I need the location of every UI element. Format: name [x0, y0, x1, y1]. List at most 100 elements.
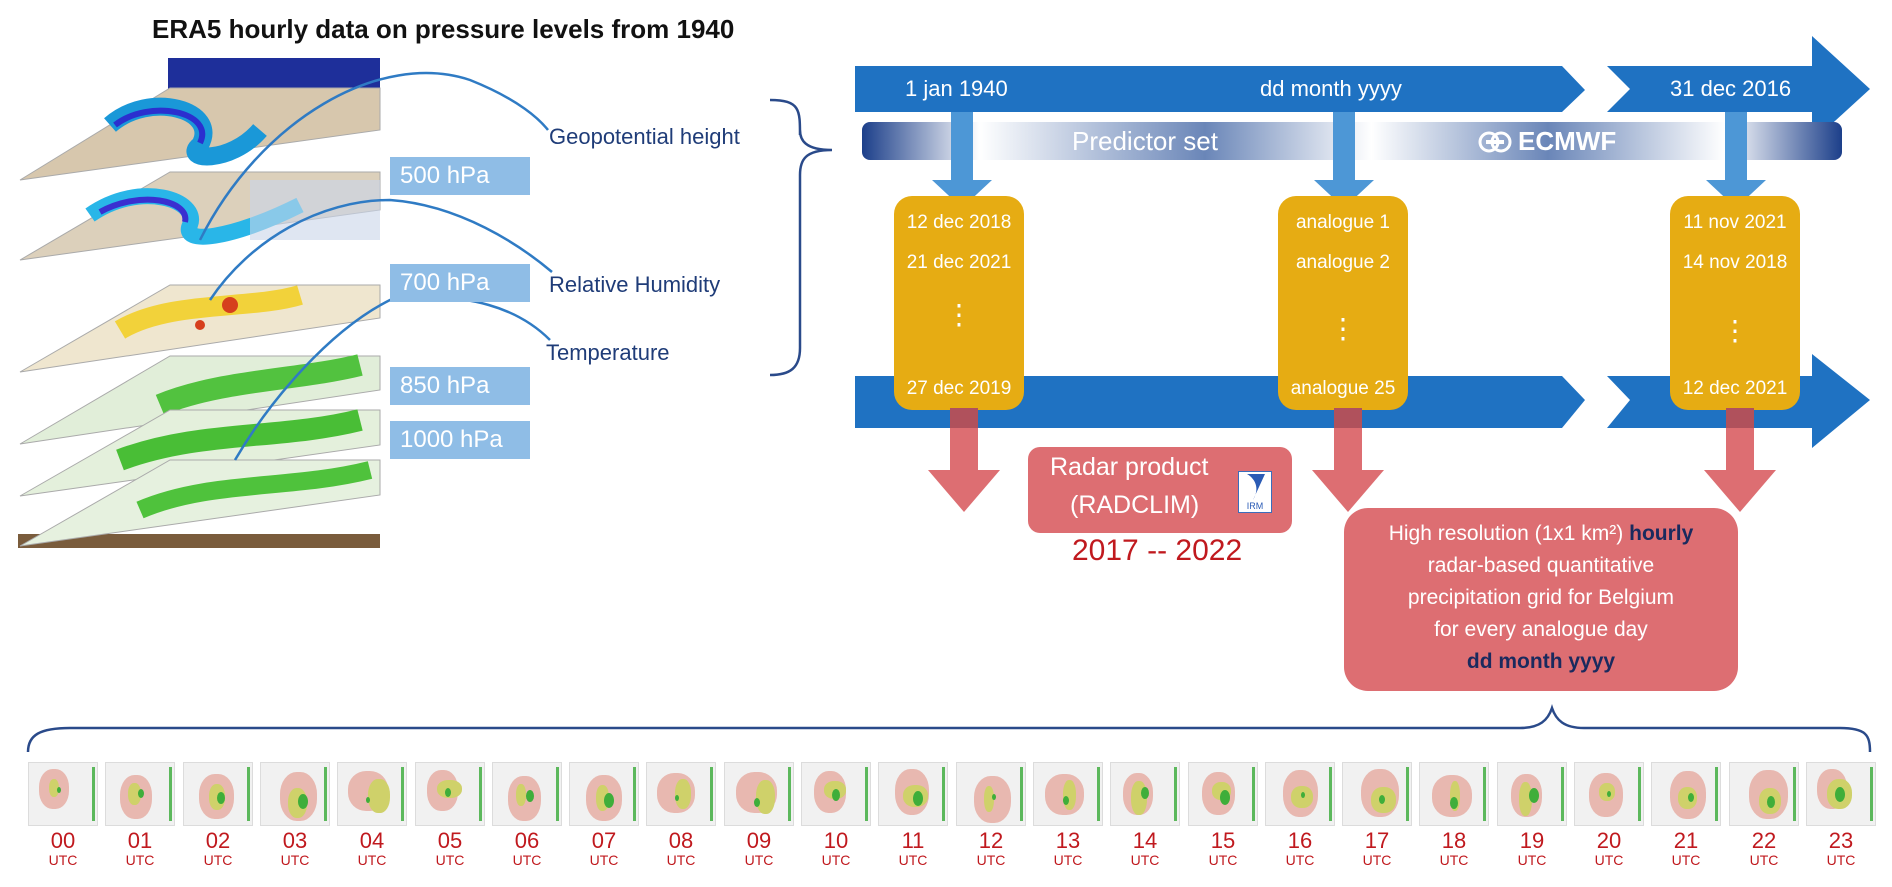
precip-medium-area: [1678, 787, 1697, 809]
hour-label: 16: [1287, 828, 1313, 853]
utc-label: UTC: [1826, 852, 1856, 868]
precip-heavy-area: [526, 790, 534, 802]
color-scale-bar: [865, 767, 868, 821]
hourly-panel: [105, 762, 175, 826]
ecmwf-icon: [1478, 131, 1512, 152]
hourly-panel: [1419, 762, 1489, 826]
pressure-layer-3: [19, 284, 381, 373]
hires-line-5: dd month yyyy: [1466, 650, 1616, 673]
hours-brace: [26, 704, 1872, 753]
analogue-3-date-2: 14 nov 2018: [1682, 252, 1788, 273]
color-scale-bar: [1406, 767, 1409, 821]
analogue-3-date-last: 12 dec 2021: [1682, 378, 1788, 399]
radar-years: 2017 -- 2022: [1072, 534, 1243, 567]
radar-line-1: Radar product: [1050, 453, 1209, 481]
color-scale-bar: [401, 767, 404, 821]
hour-label: 05: [437, 828, 463, 853]
hourly-panel: [1342, 762, 1412, 826]
color-scale-bar: [556, 767, 559, 821]
precip-heavy-area: [138, 789, 144, 798]
down-arrows-blue: [932, 112, 1766, 208]
hires-line-2: radar-based quantitative: [1427, 554, 1655, 577]
precip-heavy-area: [675, 795, 679, 801]
pressure-layer-4: [19, 354, 381, 445]
pressure-layer-5: [19, 409, 381, 497]
precip-heavy-area: [754, 798, 760, 807]
hour-label: 12: [978, 828, 1004, 853]
utc-label: UTC: [1362, 852, 1392, 868]
color-scale-bar: [1483, 767, 1486, 821]
analogue-3-ellipsis: ⋮: [1721, 315, 1749, 346]
hires-line-1-bold: hourly: [1629, 522, 1694, 545]
precip-medium-area: [49, 779, 59, 797]
predictor-label: Predictor set: [1072, 126, 1218, 156]
precip-heavy-area: [366, 797, 370, 803]
analogue-1-date-1: 12 dec 2018: [906, 212, 1012, 233]
hour-label: 22: [1751, 828, 1777, 853]
precip-heavy-area: [604, 793, 614, 808]
precip-heavy-area: [1301, 792, 1305, 798]
color-scale-bar: [1793, 767, 1796, 821]
precip-medium-area: [1450, 781, 1460, 811]
utc-label: UTC: [1671, 852, 1701, 868]
radar-product-box: Radar product (RADCLIM) IRM: [1028, 447, 1292, 533]
precip-heavy-area: [1220, 790, 1230, 805]
hour-label: 18: [1441, 828, 1467, 853]
timeline-middle: dd month yyyy: [1260, 76, 1402, 101]
precip-heavy-area: [1835, 787, 1845, 802]
utc-label: UTC: [435, 852, 465, 868]
hour-label: 10: [823, 828, 849, 853]
hour-label: 21: [1673, 828, 1699, 853]
precip-heavy-area: [1767, 796, 1775, 808]
hour-label: 01: [127, 828, 153, 853]
connector-geopotential: [198, 71, 549, 241]
arrow-overlap-shade: [950, 408, 1754, 428]
precip-heavy-area: [1529, 788, 1539, 803]
analogue-2-item-2: analogue 2: [1295, 252, 1391, 273]
color-scale-bar: [1870, 767, 1873, 821]
timeline-end: 31 dec 2016: [1670, 76, 1792, 101]
timeline-start: 1 jan 1940: [905, 76, 1008, 101]
hourly-panel: [1574, 762, 1644, 826]
precip-heavy-area: [298, 794, 308, 809]
color-scale-bar: [1638, 767, 1641, 821]
color-scale-bar: [1561, 767, 1564, 821]
color-scale-bar: [788, 767, 791, 821]
analogue-box-1: [894, 196, 1024, 410]
analogue-3-date-1: 11 nov 2021: [1683, 212, 1787, 233]
analogue-box-3: [1670, 196, 1800, 410]
precip-heavy-area: [913, 791, 923, 806]
pressure-label-500: 500 hPa: [390, 157, 530, 195]
precip-medium-area: [368, 779, 390, 813]
hourly-panel: [1110, 762, 1180, 826]
hourly-panel: [415, 762, 485, 826]
connector-temperature: [233, 296, 551, 461]
utc-label: UTC: [1053, 852, 1083, 868]
analogue-2-item-1: analogue 1: [1295, 212, 1391, 233]
precip-heavy-area: [1141, 787, 1149, 799]
variable-geopotential: Geopotential height: [549, 124, 740, 149]
pressure-layer-2: [19, 171, 381, 261]
hour-label: 17: [1364, 828, 1390, 853]
page-title: ERA5 hourly data on pressure levels from…: [152, 14, 735, 44]
utc-label: UTC: [512, 852, 542, 868]
ecmwf-label: ECMWF: [1518, 126, 1617, 156]
hour-label: 03: [282, 828, 308, 853]
color-scale-bar: [247, 767, 250, 821]
utc-label: UTC: [976, 852, 1006, 868]
utc-label: UTC: [203, 852, 233, 868]
hour-label: 11: [901, 828, 925, 853]
color-scale-bar: [479, 767, 482, 821]
color-scale-bar: [1715, 767, 1718, 821]
variable-humidity: Relative Humidity: [549, 272, 721, 297]
color-scale-bar: [169, 767, 172, 821]
timeline-arrow-top-right: [1607, 36, 1870, 142]
utc-label: UTC: [821, 852, 851, 868]
precip-medium-area: [1063, 780, 1076, 810]
utc-label: UTC: [589, 852, 619, 868]
hourly-panel: [569, 762, 639, 826]
hourly-panel: [28, 762, 98, 826]
utc-label: UTC: [357, 852, 387, 868]
hour-label: 20: [1596, 828, 1622, 853]
